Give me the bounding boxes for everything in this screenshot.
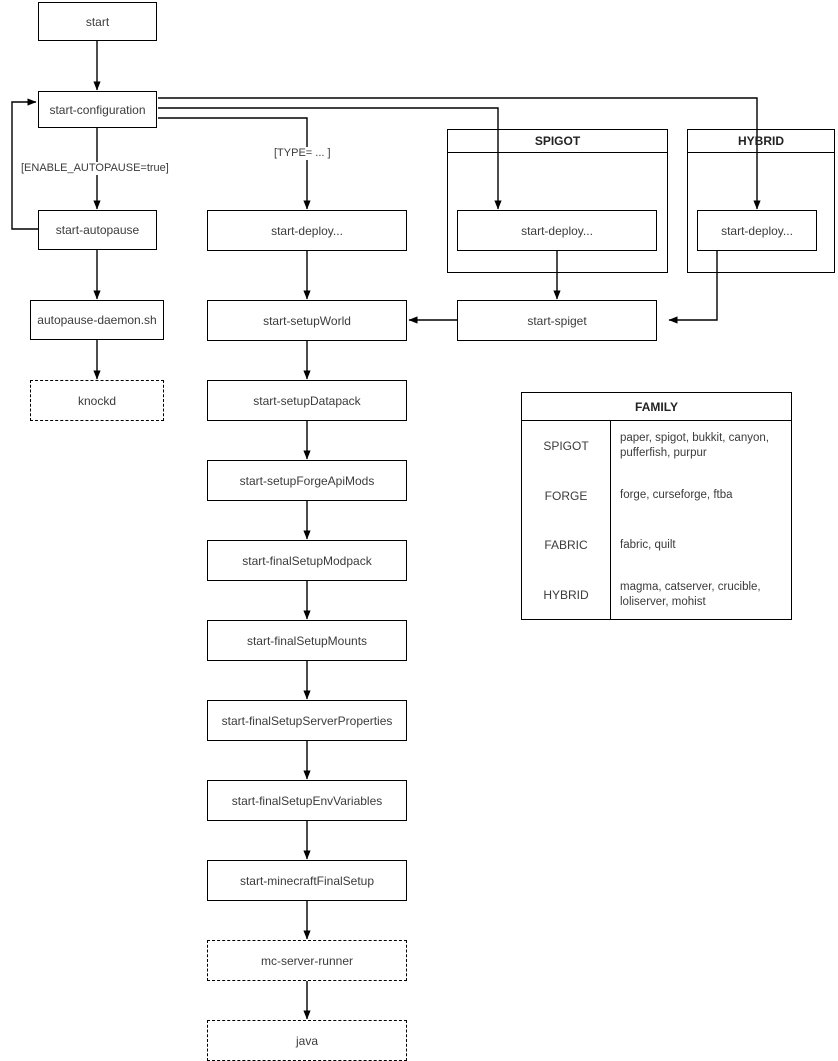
table-row: HYBRID magma, catserver, crucible, lolis… [522,570,791,620]
group-hybrid-title: HYBRID [688,130,834,153]
node-start-autopause[interactable]: start-autopause [38,210,157,250]
family-value: magma, catserver, crucible, loliserver, … [620,581,761,609]
node-java[interactable]: java [207,1020,407,1061]
node-start-finalsetupmodpack[interactable]: start-finalSetupModpack [207,540,407,581]
family-legend-title: FAMILY [522,393,791,421]
family-key: FABRIC [522,520,611,571]
node-start-setupworld[interactable]: start-setupWorld [207,300,407,341]
family-value: forge, curseforge, ftba [620,489,733,502]
node-start-setupforgeapimods[interactable]: start-setupForgeApiMods [207,460,407,501]
table-row: FORGE forge, curseforge, ftba [522,470,791,521]
table-row: SPIGOT paper, spigot, bukkit, canyon, pu… [522,421,791,471]
edge-label-type: [TYPE= ... ] [272,147,333,160]
node-start-setupdatapack[interactable]: start-setupDatapack [207,380,407,421]
group-spigot-title: SPIGOT [448,130,667,153]
node-mc-server-runner[interactable]: mc-server-runner [207,940,407,981]
table-row: FABRIC fabric, quilt [522,520,791,571]
family-key: FORGE [522,470,611,521]
group-spigot: SPIGOT [447,129,668,273]
node-start-configuration[interactable]: start-configuration [38,91,157,128]
node-start-finalsetupenvvariables[interactable]: start-finalSetupEnvVariables [207,780,407,821]
family-key: SPIGOT [522,421,611,471]
group-hybrid: HYBRID [687,129,835,273]
node-start-minecraftfinalsetup[interactable]: start-minecraftFinalSetup [207,860,407,901]
family-legend-table: FAMILY SPIGOT paper, spigot, bukkit, can… [521,392,792,620]
edge-label-enable-autopause: [ENABLE_AUTOPAUSE=true] [19,162,171,175]
node-start-finalsetupserverproperties[interactable]: start-finalSetupServerProperties [207,700,407,741]
node-start-deploy-spigot[interactable]: start-deploy... [457,210,657,251]
node-start-deploy-main[interactable]: start-deploy... [207,210,407,251]
family-value: fabric, quilt [620,538,676,551]
family-key: HYBRID [522,570,611,620]
family-legend-body: SPIGOT paper, spigot, bukkit, canyon, pu… [522,421,791,620]
node-start-spiget[interactable]: start-spiget [457,300,657,341]
edge-configuration-to-deploy-main [158,117,311,210]
node-start[interactable]: start [38,2,157,41]
node-start-deploy-hybrid[interactable]: start-deploy... [697,210,817,251]
node-knockd[interactable]: knockd [30,380,164,421]
node-autopause-daemon-sh[interactable]: autopause-daemon.sh [30,300,164,340]
node-start-finalsetupmounts[interactable]: start-finalSetupMounts [207,620,407,661]
family-value: paper, spigot, bukkit, canyon, pufferfis… [620,431,769,459]
